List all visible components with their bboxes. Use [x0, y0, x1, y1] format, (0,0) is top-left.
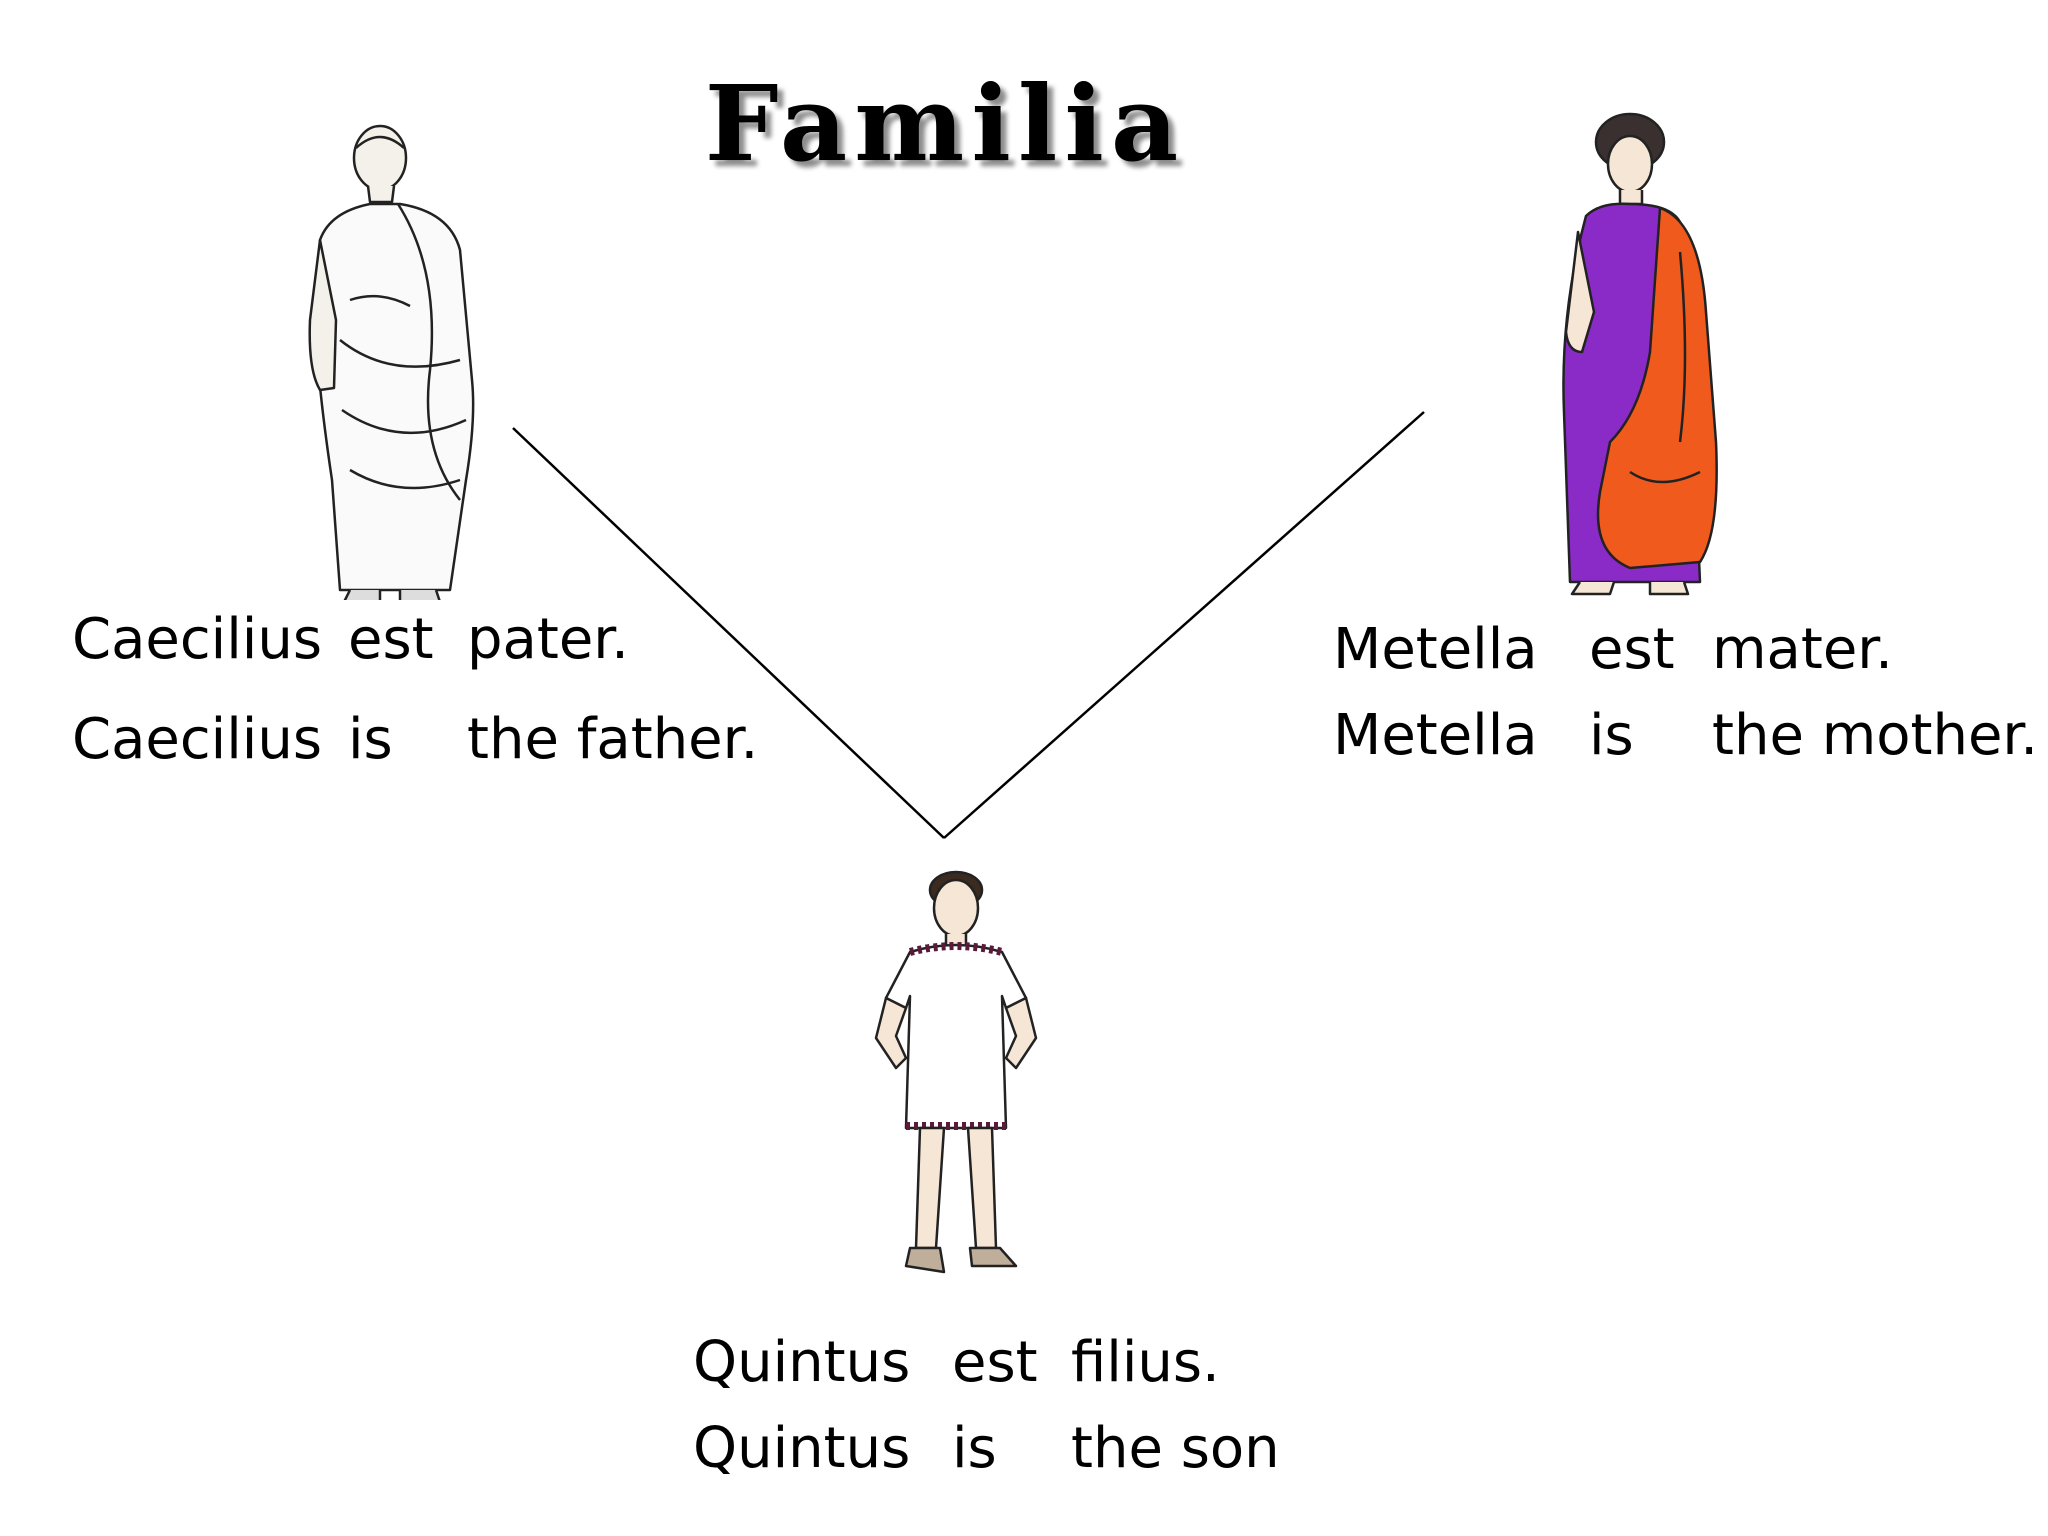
- father-predicate-en: the father.: [467, 707, 759, 772]
- son-predicate: filius.: [1071, 1330, 1220, 1395]
- son-verb-en: is: [952, 1416, 997, 1481]
- son-subject-en: Quintus: [693, 1416, 911, 1481]
- son-predicate-en: the son: [1071, 1416, 1280, 1481]
- father-subject-en: Caecilius: [72, 707, 323, 772]
- mother-subject-en: Metella: [1333, 703, 1538, 768]
- mother-predicate: mater.: [1712, 617, 1893, 682]
- mother-verb: est: [1589, 617, 1675, 682]
- son-verb: est: [952, 1330, 1038, 1395]
- father-verb-en: is: [348, 707, 393, 772]
- father-subject: Caecilius: [72, 607, 323, 672]
- father-verb: est: [348, 607, 434, 672]
- page-title: Familia: [704, 62, 1186, 185]
- mother-subject: Metella: [1333, 617, 1538, 682]
- father-to-son-line: [512, 427, 945, 839]
- father-figure-icon: [308, 124, 475, 600]
- mother-verb-en: is: [1589, 703, 1634, 768]
- son-subject: Quintus: [693, 1330, 911, 1395]
- mother-to-son-line: [943, 411, 1425, 839]
- mother-figure-icon: [1562, 112, 1718, 596]
- mother-predicate-en: the mother.: [1712, 703, 2039, 768]
- son-figure-icon: [874, 870, 1038, 1274]
- father-predicate: pater.: [467, 607, 629, 672]
